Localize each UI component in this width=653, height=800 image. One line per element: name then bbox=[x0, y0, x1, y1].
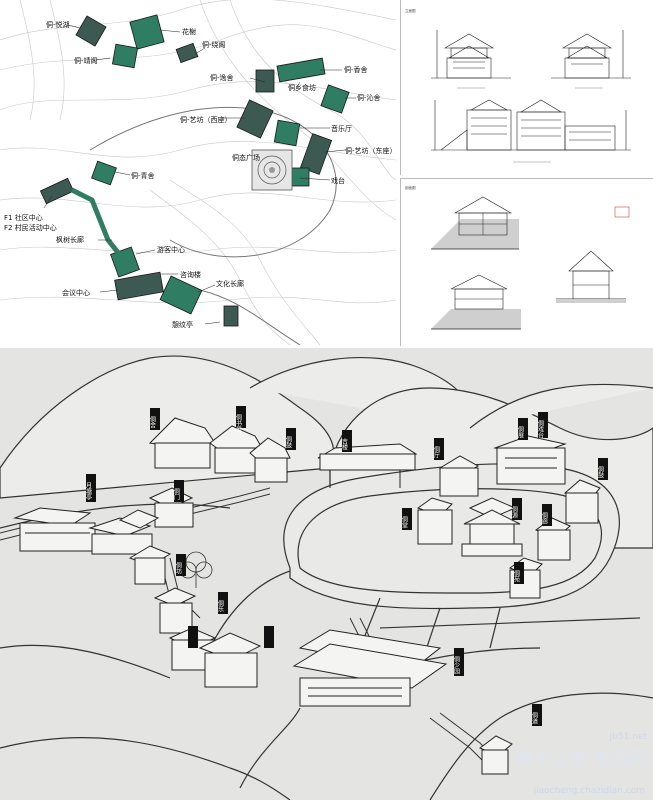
aerial-label-shu: 侗鼓 bbox=[597, 465, 604, 479]
aerial-sketch: 侗舍 侗书屋 侗鼓 吉楼 侗厅 侗展 侗戏台 侗鼓 月塘亭 侗门 侗源 侗廊 侗… bbox=[0, 355, 653, 800]
label-community: F1 社区中心 bbox=[4, 213, 43, 222]
square-plaza bbox=[251, 149, 293, 191]
aerial-label-wuguan: 侗展 bbox=[517, 425, 524, 439]
label-yijuan: 侗-逸舍 bbox=[210, 73, 234, 82]
aerial-sketch-panel: 侗舍 侗书屋 侗鼓 吉楼 侗厅 侗展 侗戏台 侗鼓 月塘亭 侗门 侗源 侗廊 侗… bbox=[0, 348, 653, 800]
label-consult: 咨询楼 bbox=[180, 270, 201, 279]
aerial-label-lin: 侗厅 bbox=[433, 445, 440, 458]
elevation-panel: 立面图 bbox=[400, 0, 653, 175]
label-xiaoge: 侗-绕阁 bbox=[202, 40, 226, 49]
label-yifang-west: 侗-艺坊（西座） bbox=[180, 115, 232, 124]
label-square: 侗态广场 bbox=[232, 153, 260, 162]
label-xiangshe: 侗-香舍 bbox=[344, 65, 368, 74]
label-activity: F2 村民活动中心 bbox=[4, 223, 57, 232]
aerial-labels: 侗舍 侗书屋 侗鼓 吉楼 侗厅 侗展 侗戏台 侗鼓 月塘亭 侗门 侗源 侗廊 侗… bbox=[85, 413, 604, 725]
label-visitor: 游客中心 bbox=[157, 245, 185, 254]
aerial-label-zhouxiu: 侗书屋 bbox=[235, 413, 242, 433]
watermark-text: 脚本之家 教程网 bbox=[516, 749, 649, 769]
site-plan-panel: 侗-悦湖 侗-靖阁 花榭 侗-绕阁 侗-香舍 侗-逸舍 侗乡食坊 侗-沁舍 侗-… bbox=[0, 0, 396, 345]
label-jingjing: 侗-靖阁 bbox=[74, 56, 98, 65]
aerial-label-zhou: 侗舍 bbox=[149, 415, 156, 429]
label-conference: 会议中心 bbox=[62, 288, 90, 297]
elevation-title: 立面图 bbox=[405, 8, 416, 13]
label-qingshe: 侗-青舍 bbox=[131, 171, 155, 180]
site-plan-drawing: 侗-悦湖 侗-靖阁 花榭 侗-绕阁 侗-香舍 侗-逸舍 侗乡食坊 侗-沁舍 侗-… bbox=[0, 0, 396, 345]
leader-lines bbox=[43, 24, 356, 325]
corridor-path bbox=[70, 187, 126, 262]
label-maple: 枫树长廊 bbox=[56, 235, 84, 244]
site-buildings bbox=[39, 14, 350, 327]
aerial-label-yin: 侗堂 bbox=[401, 515, 408, 528]
label-culture: 文化长廊 bbox=[216, 279, 244, 288]
label-huaxie: 花榭 bbox=[182, 27, 196, 36]
watermark-url: jiaocheng.chazidian.com bbox=[533, 786, 645, 796]
section-panel: 剖面图 bbox=[400, 178, 653, 346]
label-yichan: 侗-沁舍 bbox=[357, 93, 381, 102]
label-yifang-east: 侗-艺坊（东座） bbox=[345, 146, 396, 155]
watermark-site: jb51.net bbox=[609, 732, 647, 742]
aerial-label-gu: 侗鼓 bbox=[285, 435, 292, 449]
label-yuehu: 侗-悦湖 bbox=[46, 20, 70, 29]
label-stage: 戏台 bbox=[331, 176, 345, 185]
aerial-label-yue: 月塘亭 bbox=[85, 482, 92, 500]
label-music: 音乐厅 bbox=[331, 124, 352, 133]
elevation-lines bbox=[431, 30, 631, 151]
contour-lines bbox=[0, 0, 396, 345]
watermark: jb51.net 脚本之家 教程网 jiaocheng.chazidian.co… bbox=[498, 730, 653, 800]
aerial-label-tutang: 侗戏台 bbox=[537, 419, 544, 439]
elevation-drawing: 立面图 bbox=[405, 8, 631, 163]
aerial-label-zhan: 侗道 bbox=[531, 711, 538, 725]
elevation-captions bbox=[457, 87, 603, 163]
section-title: 剖面图 bbox=[405, 185, 416, 190]
aerial-label-lou: 吉楼 bbox=[341, 438, 348, 451]
aerial-tags bbox=[86, 406, 608, 726]
aerial-label-cun: 侗苑 bbox=[513, 569, 520, 583]
section-lines bbox=[431, 196, 630, 330]
aerial-label-xiao: 侗少园 bbox=[453, 655, 460, 675]
aerial-label-rong: 侗源 bbox=[511, 505, 518, 519]
site-roads bbox=[89, 106, 337, 345]
aerial-buildings bbox=[13, 417, 601, 775]
aerial-label-fu: 侗乐 bbox=[217, 599, 224, 612]
label-pavilion: 憩纹亭 bbox=[172, 320, 193, 329]
label-xiangshifang: 侗乡食坊 bbox=[288, 83, 316, 92]
aerial-label-jie: 侗门 bbox=[173, 487, 180, 501]
aerial-label-he: 侗廊 bbox=[541, 511, 548, 525]
section-drawing: 剖面图 bbox=[405, 185, 630, 330]
aerial-label-zuo: 侗坊 bbox=[175, 561, 182, 575]
